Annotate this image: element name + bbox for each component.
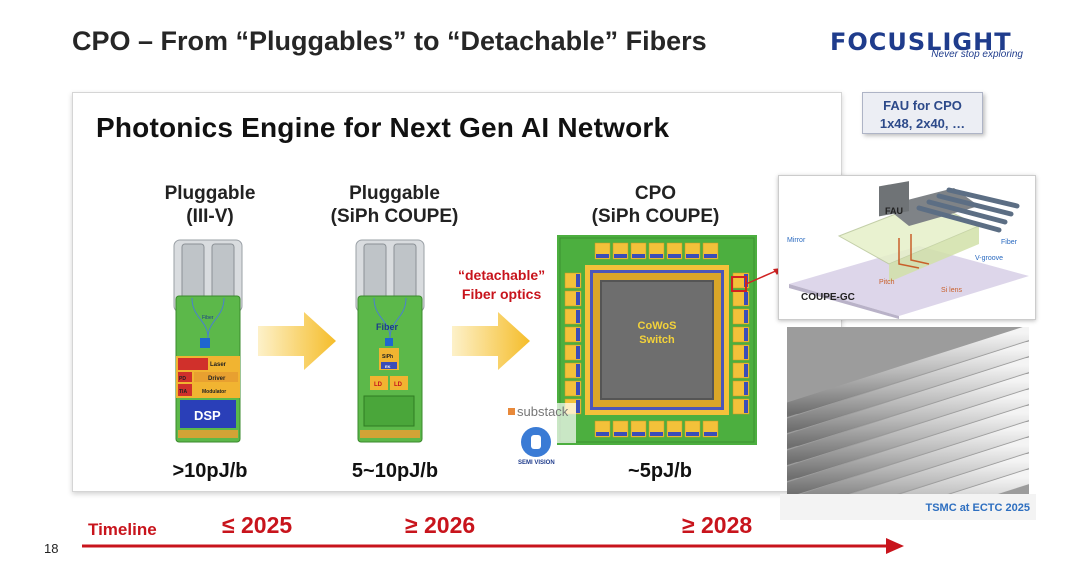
source-caption: TSMC at ECTC 2025 xyxy=(925,502,1030,514)
module1-laser-label: Laser xyxy=(210,362,227,368)
cpo-tile-ek-strip xyxy=(744,328,748,341)
fau-callout-line1: FAU for CPO xyxy=(863,97,982,115)
semivision-label: SEMI VISION xyxy=(518,460,555,466)
module1-modulator-label: Modulator xyxy=(202,389,226,395)
fau-callout-line2: 1x48, 2x40, … xyxy=(863,115,982,133)
pluggable-siph-module-illustration: Fiber SiPh EK LD LD xyxy=(352,238,428,448)
cpo-tile-ek-strip xyxy=(650,432,663,436)
fau-callout-box: FAU for CPO 1x48, 2x40, … xyxy=(862,92,983,134)
panel-title: Photonics Engine for Next Gen AI Network xyxy=(96,112,669,144)
cpo-tile-ek-strip xyxy=(576,310,580,323)
cpo-tile-ek-strip xyxy=(744,382,748,395)
cpo-tile-ek-strip xyxy=(576,292,580,305)
fau-label: FAU xyxy=(885,206,903,216)
module1-pd-label: PD xyxy=(179,376,186,382)
fiber-label: Fiber xyxy=(1001,239,1018,246)
cpo-tile-ek-strip xyxy=(596,432,609,436)
cpo-chip-line1: CoWoS xyxy=(638,320,677,332)
substack-icon xyxy=(508,408,515,415)
page-number: 18 xyxy=(44,541,58,556)
pluggable-iiiv-module-illustration: Fiber Laser PD Driver TIA Modulator DSP xyxy=(168,238,248,448)
mirror-label: Mirror xyxy=(787,237,806,244)
logo-tagline: Never stop exploring xyxy=(931,49,1023,60)
column-2-line1: Pluggable xyxy=(312,182,477,205)
column-2-line2: (SiPh COUPE) xyxy=(312,205,477,228)
cpo-chip-line2: Switch xyxy=(639,334,675,346)
column-3-line2: (SiPh COUPE) xyxy=(573,205,738,228)
cpo-tile-ek-strip xyxy=(744,346,748,359)
si-lens-label: Si lens xyxy=(941,287,963,294)
module2-ld-right-label: LD xyxy=(394,382,403,388)
column-label-pluggable-iiiv: Pluggable (III-V) xyxy=(150,182,270,228)
vgroove-label: V-groove xyxy=(975,255,1003,262)
cpo-tile-ek-strip xyxy=(596,254,609,258)
cpo-tile-ek-strip xyxy=(668,432,681,436)
fiber-array-photo xyxy=(787,327,1029,494)
cpo-tile-ek-strip xyxy=(704,254,717,258)
cpo-tile-ek-strip xyxy=(744,292,748,305)
substack-label: substack xyxy=(517,404,568,419)
semivision-inner-icon xyxy=(531,435,541,449)
cpo-tile-ek-strip xyxy=(686,432,699,436)
energy-cpo: ~5pJ/b xyxy=(600,460,720,483)
module2-fiber-label: Fiber xyxy=(376,322,399,332)
cpo-tile-ek-strip xyxy=(632,254,645,258)
cpo-tile-ek-strip xyxy=(704,432,717,436)
transition-arrow-2 xyxy=(452,310,532,372)
fau-coupling-diagram: FAU Mirror Fiber V-groove Pitch Si lens … xyxy=(779,176,1035,319)
module1-fiber-label: Fiber xyxy=(202,315,214,321)
fiber-array-image xyxy=(787,327,1029,494)
module2-siph-label: SiPh xyxy=(382,354,393,360)
cpo-tile-ek-strip xyxy=(576,382,580,395)
cpo-package-illustration: CoWoS Switch xyxy=(557,235,757,445)
timeline-year-3: ≥ 2028 xyxy=(682,512,752,539)
cpo-tile-ek-strip xyxy=(576,274,580,287)
timeline-year-1: ≤ 2025 xyxy=(222,512,292,539)
coupe-gc-label: COUPE-GC xyxy=(801,292,855,303)
cpo-tile-ek-strip xyxy=(650,254,663,258)
detachable-line2: Fiber optics xyxy=(458,285,545,304)
cpo-tile-ek-strip xyxy=(576,364,580,377)
timeline-year-2: ≥ 2026 xyxy=(405,512,475,539)
module2-ek-label: EK xyxy=(385,364,391,369)
module2-ld-left-label: LD xyxy=(374,382,383,388)
timeline-label: Timeline xyxy=(88,520,157,540)
detachable-fiber-optics-label: “detachable” Fiber optics xyxy=(458,266,545,304)
cpo-tile-ek-strip xyxy=(744,400,748,413)
focuslight-logo: FOCUSLIGHT Never stop exploring xyxy=(830,28,1025,64)
column-1-line1: Pluggable xyxy=(150,182,270,205)
cpo-tile-ek-strip xyxy=(576,400,580,413)
module1-dsp-label: DSP xyxy=(194,408,221,423)
energy-pluggable-siph: 5~10pJ/b xyxy=(330,460,460,483)
cpo-tile-ek-strip xyxy=(668,254,681,258)
cpo-tile-ek-strip xyxy=(744,310,748,323)
transition-arrow-1 xyxy=(258,310,338,372)
cpo-tile-ek-strip xyxy=(614,432,627,436)
cpo-tile-ek-strip xyxy=(632,432,645,436)
timeline-arrow xyxy=(82,535,912,557)
column-label-pluggable-siph: Pluggable (SiPh COUPE) xyxy=(312,182,477,228)
slide-title: CPO – From “Pluggables” to “Detachable” … xyxy=(72,26,707,57)
semivision-logo: SEMI VISION xyxy=(515,425,561,471)
cpo-tile-ek-strip xyxy=(576,346,580,359)
module1-driver-label: Driver xyxy=(208,376,226,382)
cpo-tile-ek-strip xyxy=(744,364,748,377)
energy-pluggable-iiiv: >10pJ/b xyxy=(150,460,270,483)
cpo-tile-ek-strip xyxy=(576,328,580,341)
column-1-line2: (III-V) xyxy=(150,205,270,228)
cpo-tile-ek-strip xyxy=(614,254,627,258)
cpo-tile-ek-strip xyxy=(686,254,699,258)
pitch-label: Pitch xyxy=(879,279,895,286)
module1-tia-label: TIA xyxy=(179,389,187,395)
column-3-line1: CPO xyxy=(573,182,738,205)
detachable-line1: “detachable” xyxy=(458,266,545,285)
fau-coupling-figure: FAU Mirror Fiber V-groove Pitch Si lens … xyxy=(778,175,1036,320)
column-label-cpo: CPO (SiPh COUPE) xyxy=(573,182,738,228)
